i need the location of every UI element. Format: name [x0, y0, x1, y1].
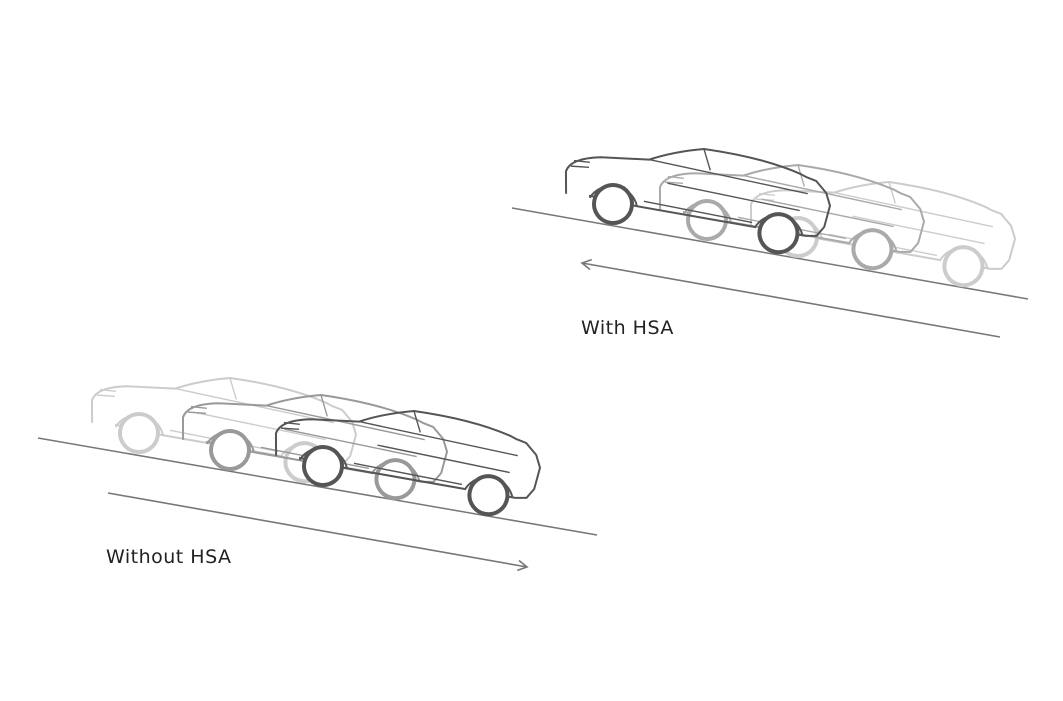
label-with-hsa: With HSA [581, 317, 674, 339]
label-without-hsa: Without HSA [106, 546, 232, 568]
car-with-hsa [556, 123, 838, 262]
arrow-backward [580, 258, 1001, 338]
slope-line-without-hsa [37, 437, 598, 536]
slope-line-with-hsa [511, 207, 1029, 300]
arrow-forward [107, 492, 529, 572]
